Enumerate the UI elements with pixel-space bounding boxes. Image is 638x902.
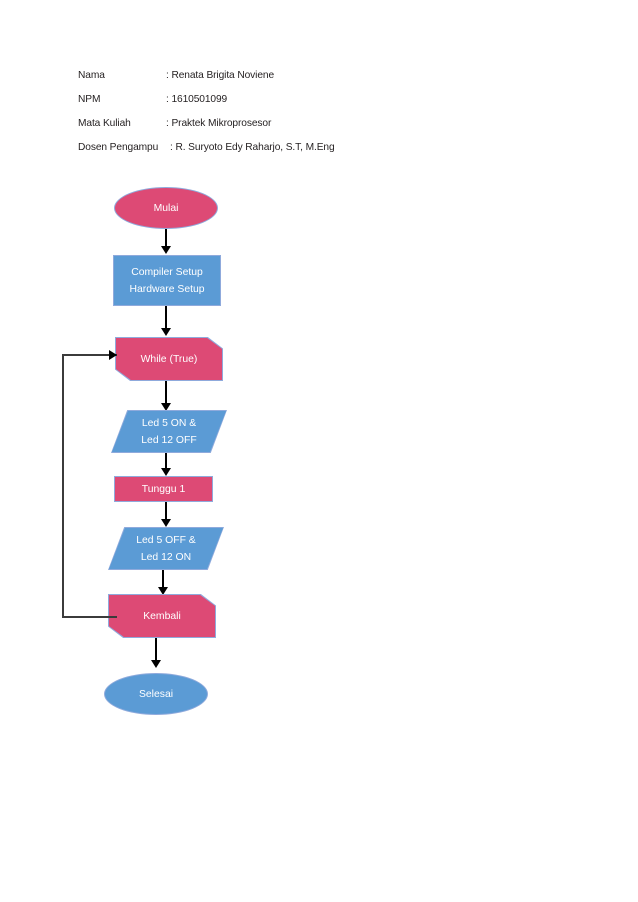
node-label-selesai: Selesai [138, 688, 174, 700]
header-label-npm: NPM [78, 94, 101, 105]
node-fill-led-on-off [112, 411, 226, 452]
connector-while-to-led-on-off [165, 381, 167, 406]
flowchart-node-mulai[interactable]: Mulai [114, 187, 218, 229]
connector-kembali-to-selesai [155, 638, 157, 663]
node-text-while-true: While (True) [115, 337, 223, 381]
loop-connector-top-segment [62, 354, 117, 356]
connector-led-off-on-to-kembali [162, 570, 164, 590]
connector-setup-to-while [165, 306, 167, 331]
header-value-npm: : 1610501099 [166, 94, 228, 105]
flowchart-node-while-true[interactable]: While (True) [115, 337, 223, 381]
node-fill-kembali [109, 595, 215, 637]
flowchart-node-led-off-on[interactable]: Led 5 OFF & Led 12 ON [108, 527, 224, 570]
arrowhead-tunggu-to-led-off-on [161, 519, 171, 527]
node-label-tunggu-1: Tunggu 1 [141, 483, 186, 495]
loop-connector-bottom-segment [62, 616, 117, 618]
flowchart-node-selesai[interactable]: Selesai [104, 673, 208, 715]
header-row-dosen-pengampu: Dosen Pengampu : R. Suryoto Edy Raharjo,… [78, 142, 498, 166]
header-label-nama: Nama [78, 70, 105, 81]
node-label-compiler-setup: Compiler Setup [131, 266, 203, 278]
connector-led-on-off-to-tunggu [165, 453, 167, 471]
flowchart-node-setup[interactable]: Compiler Setup Hardware Setup [113, 255, 221, 306]
node-text-led-on-off: Led 5 ON & Led 12 OFF [111, 410, 227, 453]
arrowhead-mulai-to-setup [161, 246, 171, 254]
student-info-header: Nama : Renata Brigita Noviene NPM : 1610… [78, 70, 498, 166]
node-label-mulai: Mulai [153, 202, 179, 214]
flowchart-node-kembali[interactable]: Kembali [108, 594, 216, 638]
arrowhead-setup-to-while [161, 328, 171, 336]
arrowhead-while-to-led-on-off [161, 403, 171, 411]
node-label-kembali: Kembali [143, 610, 181, 622]
header-label-dosen-pengampu: Dosen Pengampu [78, 142, 159, 153]
node-fill-while-true [116, 338, 222, 380]
connector-mulai-to-setup [165, 229, 167, 249]
node-label-led-12-on: Led 12 ON [140, 551, 192, 563]
node-label-led-5-on: Led 5 ON & [141, 418, 197, 429]
arrowhead-loop-to-while [109, 350, 117, 360]
node-text-led-off-on: Led 5 OFF & Led 12 ON [108, 527, 224, 570]
header-value-mata-kuliah: : Praktek Mikroprosesor [166, 118, 272, 129]
header-row-nama: Nama : Renata Brigita Noviene [78, 70, 498, 94]
arrowhead-kembali-to-selesai [151, 660, 161, 668]
header-value-nama: : Renata Brigita Noviene [166, 70, 275, 81]
arrowhead-led-on-off-to-tunggu [161, 468, 171, 476]
header-row-mata-kuliah: Mata Kuliah : Praktek Mikroprosesor [78, 118, 498, 142]
node-fill-led-off-on [109, 528, 223, 569]
flowchart-node-led-on-off[interactable]: Led 5 ON & Led 12 OFF [111, 410, 227, 453]
node-label-hardware-setup: Hardware Setup [129, 283, 205, 295]
flowchart-node-tunggu-1[interactable]: Tunggu 1 [114, 476, 213, 502]
connector-tunggu-to-led-off-on [165, 502, 167, 522]
arrowhead-led-off-on-to-kembali [158, 587, 168, 595]
node-label-while-true: While (True) [140, 353, 198, 365]
header-label-mata-kuliah: Mata Kuliah [78, 118, 131, 129]
loop-connector-vertical-segment [62, 354, 64, 617]
header-row-npm: NPM : 1610501099 [78, 94, 498, 118]
header-value-dosen-pengampu: : R. Suryoto Edy Raharjo, S.T, M.Eng [170, 142, 335, 153]
node-text-kembali: Kembali [108, 594, 216, 638]
node-label-led-12-off: Led 12 OFF [141, 435, 197, 446]
node-label-led-5-off: Led 5 OFF & [136, 534, 196, 546]
